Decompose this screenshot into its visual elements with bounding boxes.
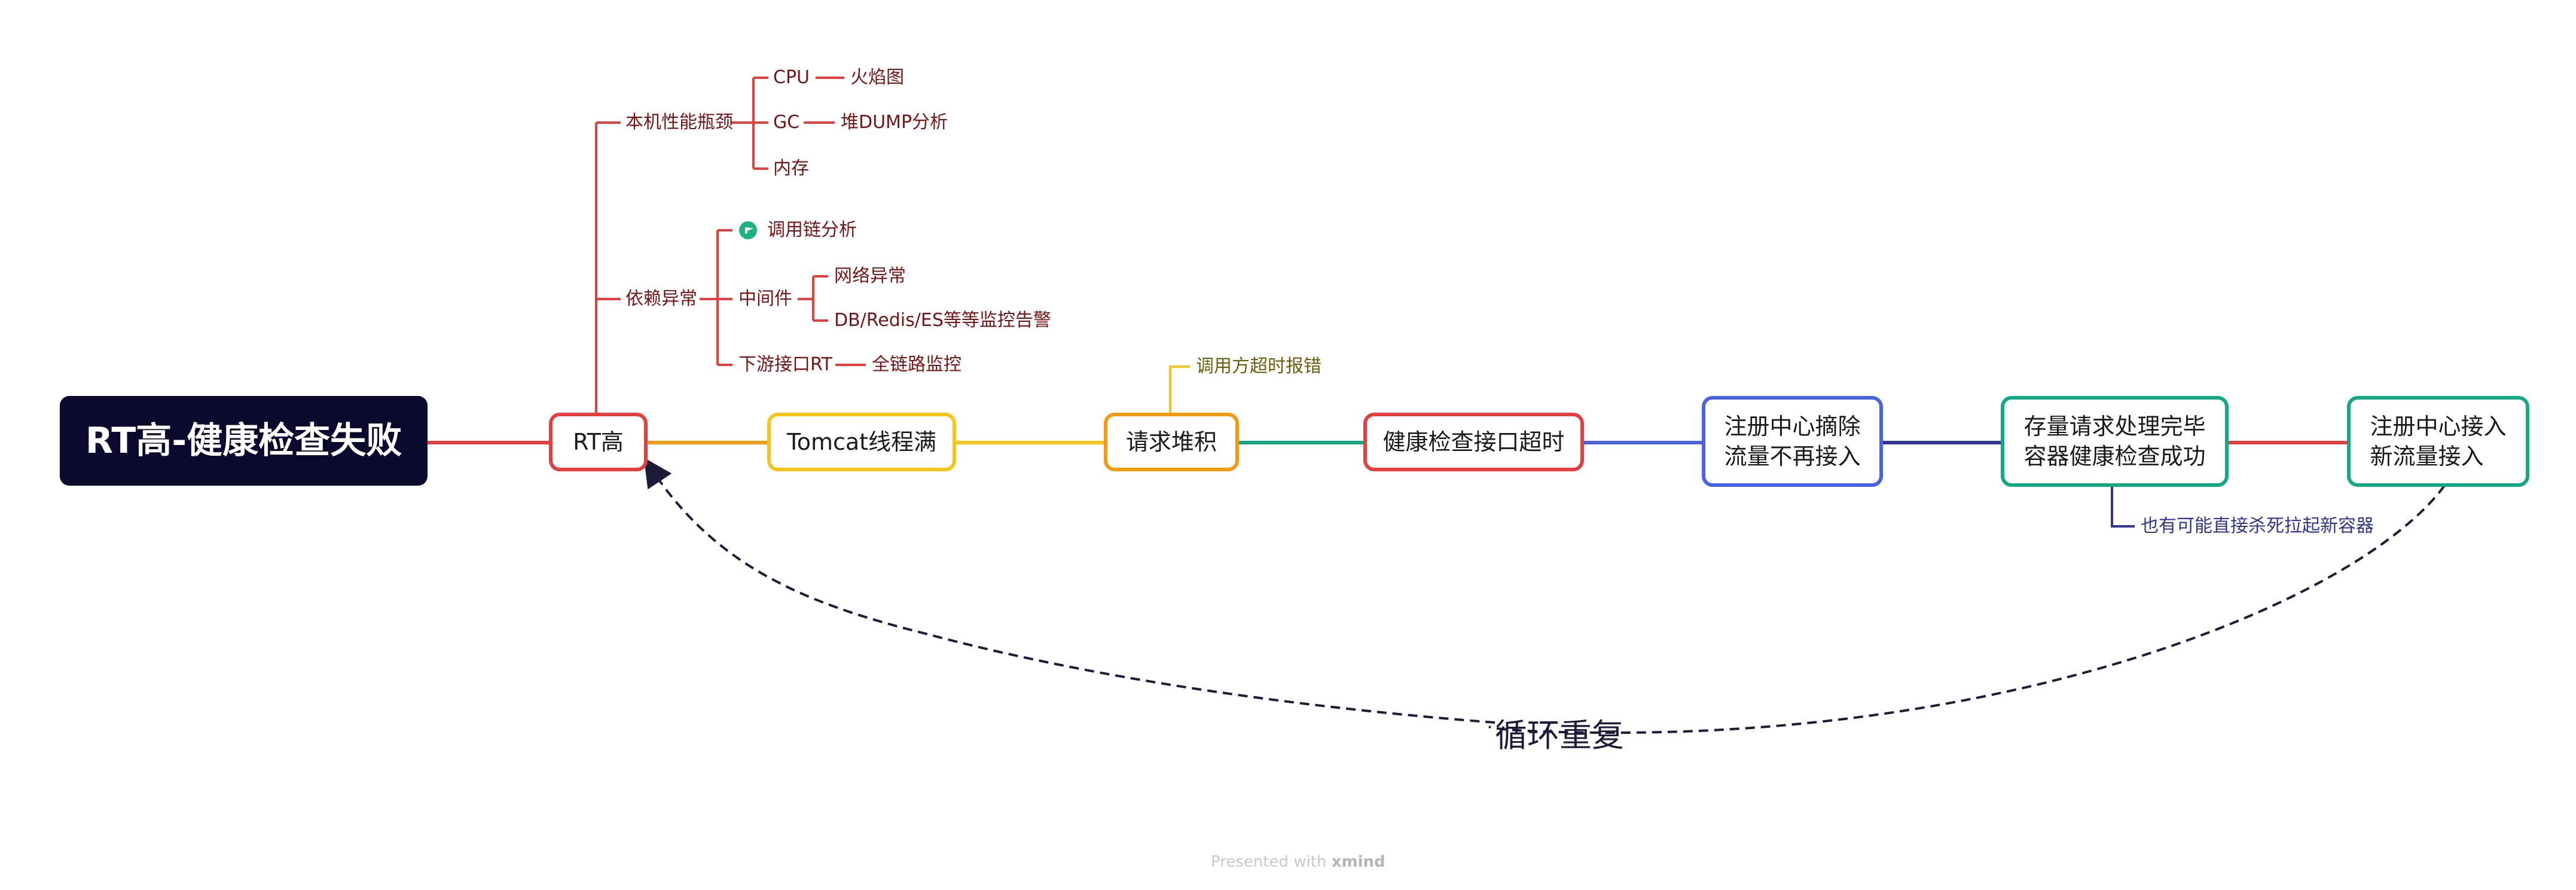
footer-prefix: Presented with [1211,853,1327,871]
node-tomcat-threads-full[interactable]: Tomcat线程满 [767,413,956,471]
node-rt-high[interactable]: RT高 [549,413,648,471]
cause-heap-dump[interactable]: 堆DUMP分析 [841,112,948,133]
node-registry-deregister[interactable]: 注册中心摘除 流量不再接入 [1702,396,1883,487]
cause-local-performance[interactable]: 本机性能瓶颈 [625,112,733,133]
cause-trace-analysis[interactable]: 调用链分析 [767,220,857,240]
cause-memory[interactable]: 内存 [773,158,809,179]
node-register-label: 注册中心接入 新流量接入 [2370,413,2507,470]
footer-credit: Presented with xmind [1211,853,1385,871]
cause-db-monitoring[interactable]: DB/Redis/ES等等监控告警 [834,310,1051,331]
flag-icon [739,221,757,239]
node-rt-high-label: RT高 [573,429,624,455]
cause-middleware[interactable]: 中间件 [738,288,792,309]
node-backlog-label: 请求堆积 [1125,429,1217,455]
cause-gc[interactable]: GC [773,112,800,133]
node-healthcheck-label: 健康检查接口超时 [1382,429,1565,455]
note-caller-timeout[interactable]: 调用方超时报错 [1196,356,1321,377]
cause-flame-graph[interactable]: 火焰图 [850,67,904,88]
cause-network[interactable]: 网络异常 [834,266,906,286]
loop-label[interactable]: 循环重复 [1495,717,1624,754]
footer-brand: xmind [1331,853,1385,871]
root-topic-label: RT高-健康检查失败 [85,420,402,462]
node-drain-healthcheck-ok[interactable]: 存量请求处理完毕 容器健康检查成功 [2001,396,2229,487]
node-healthcheck-timeout[interactable]: 健康检查接口超时 [1363,413,1584,471]
cause-downstream-rt[interactable]: 下游接口RT [738,354,832,375]
node-request-backlog[interactable]: 请求堆积 [1104,413,1239,471]
note-container-kill[interactable]: 也有可能直接杀死拉起新容器 [2141,516,2374,537]
root-topic[interactable]: RT高-健康检查失败 [60,396,428,486]
node-deregister-label: 注册中心摘除 流量不再接入 [1724,413,1861,470]
node-tomcat-label: Tomcat线程满 [786,429,937,455]
node-drain-label: 存量请求处理完毕 容器健康检查成功 [2023,413,2206,470]
cause-full-trace-monitoring[interactable]: 全链路监控 [872,354,962,375]
cause-dependency[interactable]: 依赖异常 [625,288,697,309]
node-registry-reregister[interactable]: 注册中心接入 新流量接入 [2347,396,2529,487]
cause-cpu[interactable]: CPU [773,67,810,88]
